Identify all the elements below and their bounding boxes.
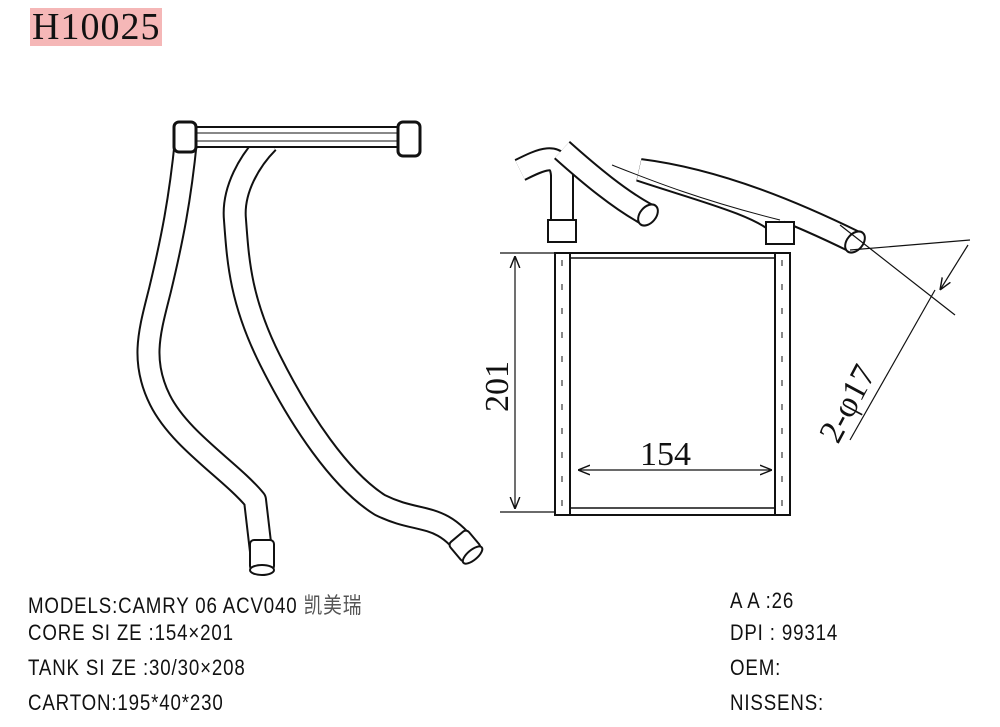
oem-spec: OEM: <box>730 655 782 680</box>
models-label: MODELS: <box>28 593 119 618</box>
part-number-title: H10025 <box>30 6 163 48</box>
dimension-lines <box>500 224 971 513</box>
aa-spec: A A :26 <box>730 588 795 613</box>
models-value: CAMRY 06 ACV040 <box>118 593 298 618</box>
tank-size-spec: TANK SI ZE :30/30×208 <box>28 655 246 680</box>
models-spec: MODELS:CAMRY 06 ACV040 凯美瑞 <box>28 588 362 620</box>
nissens-spec: NISSENS: <box>730 690 825 715</box>
front-view-core <box>514 141 866 516</box>
side-view-pipes <box>136 120 484 576</box>
dpi-spec: DPI : 99314 <box>730 620 839 645</box>
width-dimension: 154 <box>640 436 691 473</box>
pipe-diameter-dimension: 2-φ17 <box>812 359 883 449</box>
models-chinese-name: 凯美瑞 <box>303 593 363 618</box>
core-size-spec: CORE SI ZE :154×201 <box>28 620 234 645</box>
height-dimension: 201 <box>479 361 516 412</box>
carton-spec: CARTON:195*40*230 <box>28 690 224 715</box>
